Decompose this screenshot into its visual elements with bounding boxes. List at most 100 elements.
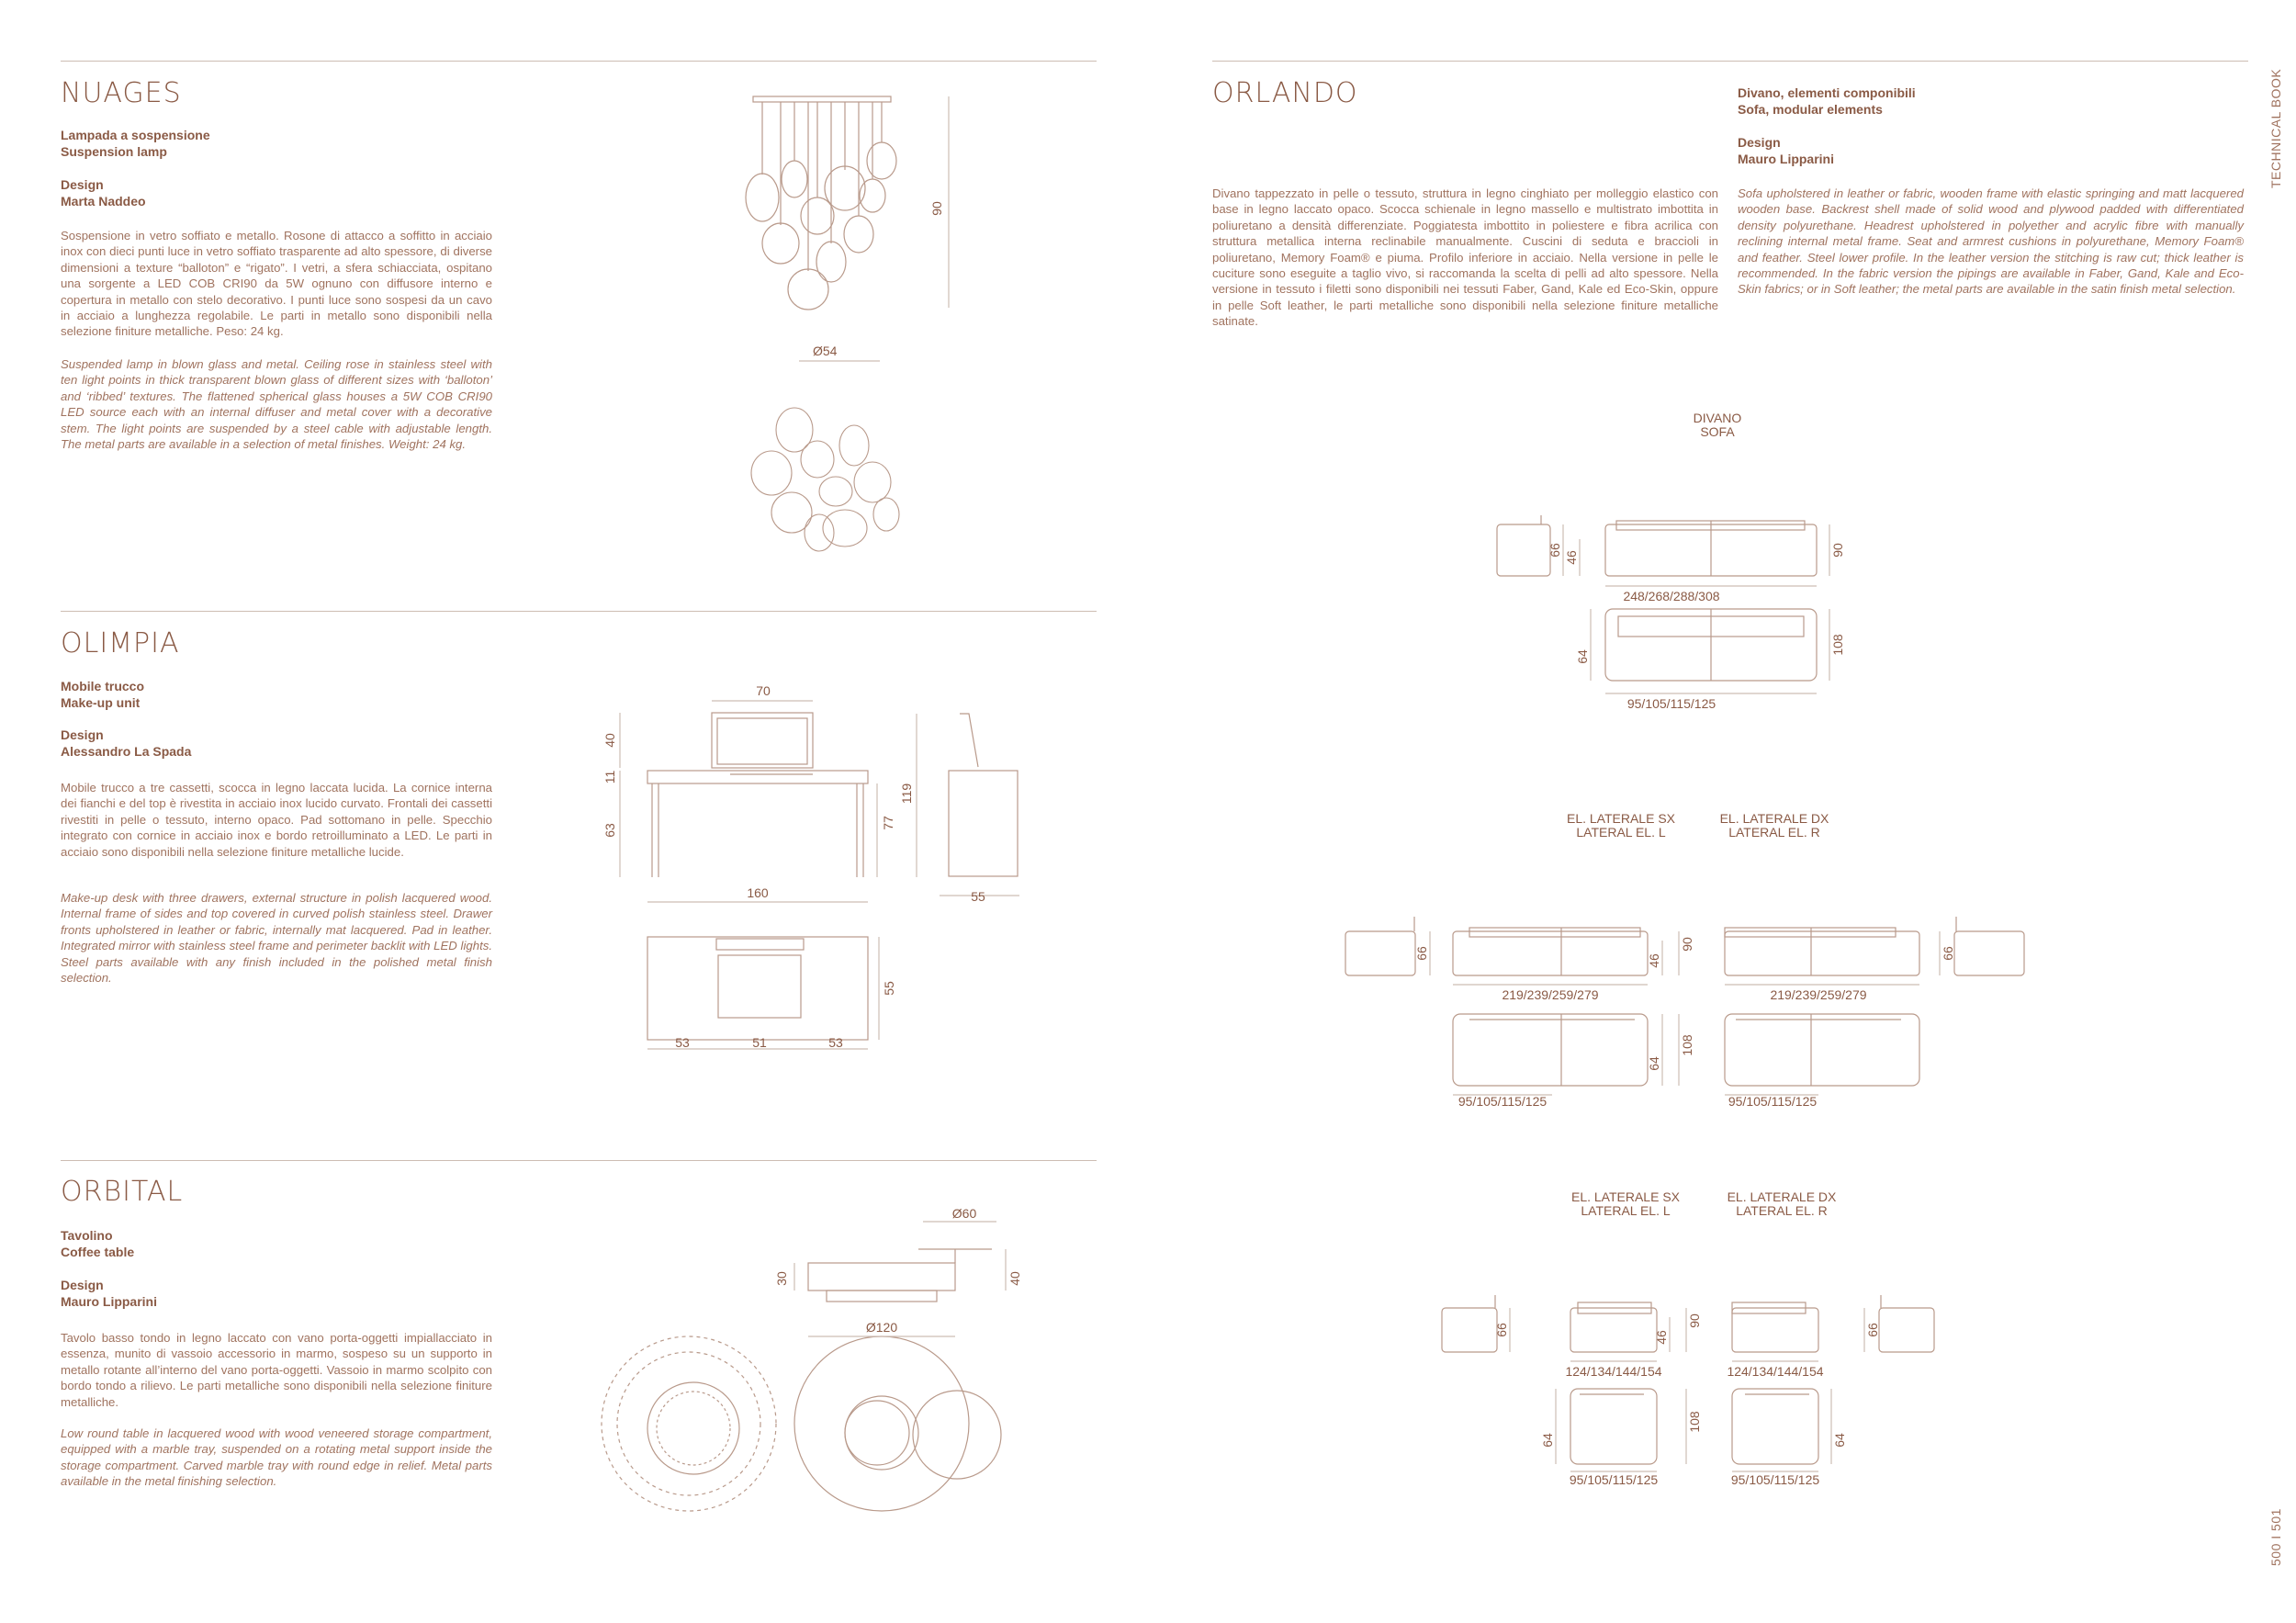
olimpia-desc-it: Mobile trucco a tre cassetti, scocca in … <box>61 781 492 859</box>
orlando-desc-it: Divano tappezzato in pelle o tessuto, st… <box>1212 186 1718 329</box>
rule-middle-left <box>61 611 1097 612</box>
orlando-desc-en: Sofa upholstered in leather or fabric, w… <box>1738 186 2244 297</box>
orbital-design: Design Mauro Lipparini <box>61 1277 157 1310</box>
nuages-diameter-dim: Ø54 <box>813 344 838 358</box>
lateral1-dx-en: LATERAL EL. R <box>1728 825 1820 840</box>
lateral2-dim-64-right: 64 <box>1832 1433 1847 1448</box>
olimpia-height: 77 <box>881 816 895 830</box>
lateral2-drawing: 66 46 90 66 124/134/144/154 124/134/144/… <box>1441 1295 1935 1487</box>
lateral2-width-left: 124/134/144/154 <box>1565 1364 1661 1379</box>
nuages-elevation-drawing: 90 Ø54 <box>745 96 950 362</box>
sofa-label-en: SOFA <box>1700 424 1735 439</box>
orbital-desc-it: Tavolo basso tondo in legno laccato con … <box>61 1331 492 1409</box>
sofa-dim-46: 46 <box>1564 550 1579 565</box>
lateral2-right-label: EL. LATERALE DX LATERAL EL. R <box>1727 1190 1837 1218</box>
orbital-design-label: Design <box>61 1278 104 1292</box>
olimpia-design: Design Alessandro La Spada <box>61 727 191 760</box>
olimpia-leg-height: 63 <box>602 823 617 838</box>
lateral1-width-left: 219/239/259/279 <box>1502 987 1598 1002</box>
nuages-desc-en: Suspended lamp in blown glass and metal.… <box>61 357 492 452</box>
lateral1-sx-en: LATERAL EL. L <box>1576 825 1666 840</box>
lateral2-dim-66-left: 66 <box>1494 1323 1509 1337</box>
rule-bottom-left <box>61 1160 1097 1161</box>
nuages-design: Design Marta Naddeo <box>61 176 146 209</box>
olimpia-plan-a: 53 <box>675 1035 690 1050</box>
orbital-height-2: 40 <box>1007 1271 1022 1286</box>
sofa-label-it: DIVANO <box>1693 411 1742 425</box>
orbital-desc-en: Low round table in lacquered wood with w… <box>61 1426 492 1489</box>
olimpia-front-drawing: 70 40 11 63 160 77 119 55 55 53 51 53 <box>602 683 1019 1050</box>
nuages-designer: Marta Naddeo <box>61 194 146 209</box>
nuages-design-label: Design <box>61 177 104 192</box>
orbital-type: Tavolino Coffee table <box>61 1227 134 1260</box>
nuages-title: NUAGES <box>61 77 182 109</box>
olimpia-plan-b: 51 <box>752 1035 767 1050</box>
lateral2-depth-right: 95/105/115/125 <box>1731 1472 1819 1487</box>
sofa-dim-66: 66 <box>1548 543 1562 558</box>
lateral1-drawing: 66 46 90 66 219/239/259/279 219/239/259/… <box>1345 917 2025 1109</box>
lateral1-dim-90: 90 <box>1680 937 1694 952</box>
nuages-type-en: Suspension lamp <box>61 144 167 159</box>
olimpia-designer: Alessandro La Spada <box>61 744 192 759</box>
orbital-base-diameter: Ø120 <box>866 1320 897 1335</box>
lateral2-dim-46: 46 <box>1654 1330 1669 1345</box>
orbital-tray-diameter: Ø60 <box>952 1206 977 1221</box>
lateral2-dim-66-right: 66 <box>1865 1323 1880 1337</box>
sofa-dim-90: 90 <box>1830 543 1845 558</box>
olimpia-type-en: Make-up unit <box>61 695 141 710</box>
olimpia-depth: 55 <box>971 889 985 904</box>
lateral1-sx-it: EL. LATERALE SX <box>1566 811 1675 826</box>
nuages-desc-it: Sospensione in vetro soffiato e metallo.… <box>61 229 492 339</box>
olimpia-plan-c: 53 <box>828 1035 843 1050</box>
nuages-plan-drawing <box>750 407 900 552</box>
olimpia-total-height: 119 <box>899 783 914 805</box>
lateral1-dim-64: 64 <box>1647 1056 1661 1071</box>
lateral2-dx-en: LATERAL EL. R <box>1736 1203 1828 1218</box>
sofa-label: DIVANO SOFA <box>1671 411 1763 439</box>
nuages-height-dim: 90 <box>929 201 944 216</box>
orlando-type-it: Divano, elementi componibili <box>1738 85 1916 100</box>
olimpia-plan-depth: 55 <box>882 981 896 996</box>
orbital-type-en: Coffee table <box>61 1245 135 1259</box>
olimpia-mirror-width: 70 <box>756 683 771 698</box>
side-label: TECHNICAL BOOK <box>2268 68 2283 188</box>
lateral1-dim-108: 108 <box>1680 1034 1694 1056</box>
olimpia-mirror-height: 40 <box>602 733 617 748</box>
lateral2-width-right: 124/134/144/154 <box>1727 1364 1823 1379</box>
rule-top-right <box>1212 61 2248 62</box>
lateral2-sx-en: LATERAL EL. L <box>1581 1203 1671 1218</box>
lateral2-sx-it: EL. LATERALE SX <box>1570 1189 1680 1204</box>
lateral1-width-right: 219/239/259/279 <box>1770 987 1866 1002</box>
sofa-dim-64: 64 <box>1575 649 1590 664</box>
orlando-title: ORLANDO <box>1212 77 1358 109</box>
olimpia-top-thickness: 11 <box>602 771 617 784</box>
olimpia-desc-en: Make-up desk with three drawers, externa… <box>61 891 492 986</box>
orbital-type-it: Tavolino <box>61 1228 113 1243</box>
lateral2-dx-it: EL. LATERALE DX <box>1727 1189 1837 1204</box>
olimpia-title: OLIMPIA <box>61 627 180 659</box>
lateral1-dx-it: EL. LATERALE DX <box>1719 811 1829 826</box>
orlando-design: Design Mauro Lipparini <box>1738 134 1834 167</box>
olimpia-design-label: Design <box>61 727 104 742</box>
sofa-dim-108: 108 <box>1830 634 1845 656</box>
lateral1-dim-46: 46 <box>1647 953 1661 968</box>
nuages-type: Lampada a sospensione Suspension lamp <box>61 127 210 160</box>
sofa-width: 248/268/288/308 <box>1623 589 1719 603</box>
sofa-depth: 95/105/115/125 <box>1627 696 1716 711</box>
orlando-type: Divano, elementi componibili Sofa, modul… <box>1738 85 1916 118</box>
orbital-drawing: Ø60 30 40 Ø120 <box>601 1206 1022 1512</box>
lateral1-depth-right: 95/105/115/125 <box>1728 1094 1817 1109</box>
orbital-title: ORBITAL <box>61 1176 184 1208</box>
lateral2-left-label: EL. LATERALE SX LATERAL EL. L <box>1570 1190 1681 1218</box>
orlando-design-label: Design <box>1738 135 1781 150</box>
orlando-designer: Mauro Lipparini <box>1738 152 1834 166</box>
orlando-type-en: Sofa, modular elements <box>1738 102 1883 117</box>
rule-top-left <box>61 61 1097 62</box>
nuages-type-it: Lampada a sospensione <box>61 128 210 142</box>
orbital-designer: Mauro Lipparini <box>61 1294 157 1309</box>
lateral1-right-label: EL. LATERALE DX LATERAL EL. R <box>1719 812 1829 840</box>
lateral2-dim-108: 108 <box>1687 1411 1702 1433</box>
olimpia-width: 160 <box>747 885 769 900</box>
lateral1-dim-66-right: 66 <box>1941 946 1955 961</box>
orbital-height-1: 30 <box>774 1271 789 1286</box>
